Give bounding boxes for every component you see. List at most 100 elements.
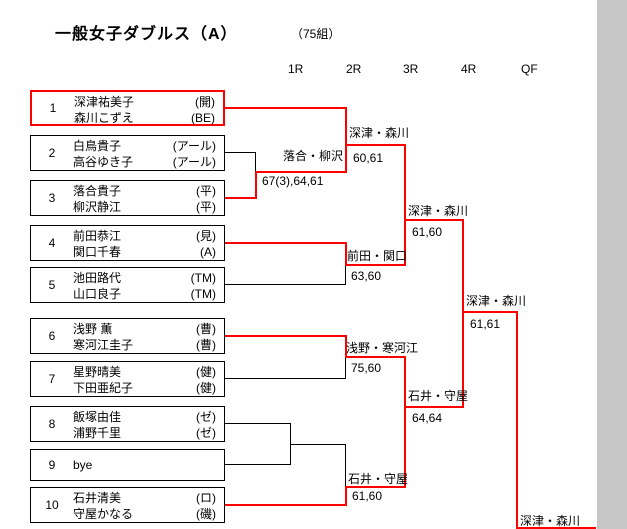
winner-path-line xyxy=(255,171,257,199)
player-club: (平) xyxy=(196,184,216,198)
seed-number: 4 xyxy=(48,236,56,250)
winner-path-line xyxy=(462,311,518,313)
round-header-1r: 1R xyxy=(288,62,304,76)
match-score: 61,60 xyxy=(412,225,443,239)
bracket-line xyxy=(225,423,290,424)
player-club: (アール) xyxy=(172,139,216,153)
entry-names: 飯塚由佳(ゼ) 浦野千里 (ゼ) xyxy=(73,407,224,441)
seed-number: 7 xyxy=(48,372,56,386)
match-score: 60,61 xyxy=(353,151,384,165)
player-name: 深津祐美子 xyxy=(74,95,135,109)
match-score: 64,64 xyxy=(412,411,443,425)
winner-path-line xyxy=(345,107,347,173)
winner-path-line xyxy=(404,219,464,221)
player-row: 寒河江圭子(曹) xyxy=(73,337,216,353)
winner-path-line xyxy=(404,406,464,408)
player-name: 浅野 薫 xyxy=(73,322,113,336)
entry-box-7: 7 星野晴美 (健) 下田亜紀子 (健) xyxy=(30,361,225,397)
round-header-2r: 2R xyxy=(346,62,362,76)
player-row: 守屋かなる (磯) xyxy=(73,506,216,522)
player-row: 関口千春(A) xyxy=(73,244,216,260)
player-club: (TM) xyxy=(190,271,216,285)
match-winner-label: 浅野・寒河江 xyxy=(346,341,419,355)
entry-names: 深津祐美子(開) 森川こずえ(BE) xyxy=(74,92,223,125)
player-club: (磯) xyxy=(196,507,216,521)
player-row: 落合貴子(平) xyxy=(73,183,216,199)
player-name: 前田恭江 xyxy=(73,229,122,243)
player-club: (ロ) xyxy=(196,491,216,505)
match-winner-label: 石井・守屋 xyxy=(348,472,409,486)
player-name: 守屋かなる xyxy=(73,507,134,521)
match-score: 61,61 xyxy=(470,317,501,331)
bracket-line xyxy=(225,152,255,153)
player-row: 飯塚由佳(ゼ) xyxy=(73,409,216,425)
seed-number: 8 xyxy=(48,417,56,431)
round-header-4r: 4R xyxy=(461,62,477,76)
winner-path-line xyxy=(516,311,518,529)
round-header-3r: 3R xyxy=(403,62,419,76)
winner-path-line xyxy=(345,335,347,358)
player-club: (ゼ) xyxy=(196,410,216,424)
player-name: 浦野千里 xyxy=(73,426,122,440)
winner-path-line xyxy=(225,335,347,337)
player-club: (A) xyxy=(200,245,216,259)
player-name: 白鳥貴子 xyxy=(73,139,122,153)
player-row: 星野晴美 (健) xyxy=(73,364,216,380)
entry-box-1: 1 深津祐美子(開) 森川こずえ(BE) xyxy=(30,90,225,126)
bracket-line xyxy=(345,266,346,285)
winner-path-line xyxy=(516,527,596,529)
group-count: （75組） xyxy=(291,27,341,41)
player-club: (健) xyxy=(196,365,216,379)
bye-label: bye xyxy=(73,458,93,472)
player-row: 浦野千里 (ゼ) xyxy=(73,425,216,441)
seed-number: 10 xyxy=(45,498,59,512)
player-name: 池田路代 xyxy=(73,271,122,285)
entry-box-9: 9 bye xyxy=(30,449,225,481)
seed-number: 6 xyxy=(48,329,56,343)
bracket-line xyxy=(255,152,256,172)
entry-box-3: 3 落合貴子(平) 柳沢静江(平) xyxy=(30,180,225,216)
player-row: 前田恭江(見) xyxy=(73,228,216,244)
player-row: 白鳥貴子 (アール) xyxy=(73,138,216,154)
right-gray-panel xyxy=(597,0,627,529)
player-name: 下田亜紀子 xyxy=(73,381,134,395)
player-row: 石井清美(ロ) xyxy=(73,490,216,506)
bracket-line xyxy=(290,444,345,445)
player-row: 深津祐美子(開) xyxy=(74,94,215,110)
player-club: (アール) xyxy=(172,155,216,169)
entry-box-10: 10 石井清美(ロ) 守屋かなる (磯) xyxy=(30,487,225,523)
seed-number: 5 xyxy=(48,278,56,292)
winner-path-line xyxy=(345,356,406,358)
player-name: 寒河江圭子 xyxy=(73,338,134,352)
player-row: 高谷ゆき子 (アール) xyxy=(73,154,216,170)
match-score: 63,60 xyxy=(351,269,382,283)
match-winner-label: 前田・関口 xyxy=(347,249,408,263)
entry-names: 浅野 薫(曹) 寒河江圭子(曹) xyxy=(73,319,224,353)
page-title: 一般女子ダブルス（A） xyxy=(55,26,238,43)
player-name: 星野晴美 xyxy=(73,365,122,379)
match-winner-label: 深津・森川 xyxy=(466,294,527,308)
winner-path-line xyxy=(225,242,347,244)
winner-path-line xyxy=(345,264,406,266)
entry-box-8: 8 飯塚由佳(ゼ) 浦野千里 (ゼ) xyxy=(30,406,225,442)
seed-number: 2 xyxy=(48,146,56,160)
player-name: 高谷ゆき子 xyxy=(73,155,134,169)
match-winner-label: 落合・柳沢 xyxy=(283,149,344,163)
winner-path-line xyxy=(225,107,346,109)
player-row: 柳沢静江(平) xyxy=(73,199,216,215)
bracket-line xyxy=(225,464,290,465)
match-winner-label: 深津・森川 xyxy=(349,126,410,140)
player-club: (健) xyxy=(196,381,216,395)
player-name: 森川こずえ xyxy=(74,111,134,125)
entry-names: 星野晴美 (健) 下田亜紀子 (健) xyxy=(73,362,224,396)
entry-names: bye xyxy=(73,450,224,480)
player-club: (ゼ) xyxy=(196,426,216,440)
player-club: (平) xyxy=(196,200,216,214)
winner-path-line xyxy=(255,171,347,173)
player-name: 山口良子 xyxy=(73,287,122,301)
match-score: 61,60 xyxy=(352,489,383,503)
match-winner-label: 石井・守屋 xyxy=(408,389,469,403)
bracket-line xyxy=(225,284,345,285)
winner-path-line xyxy=(404,356,406,488)
